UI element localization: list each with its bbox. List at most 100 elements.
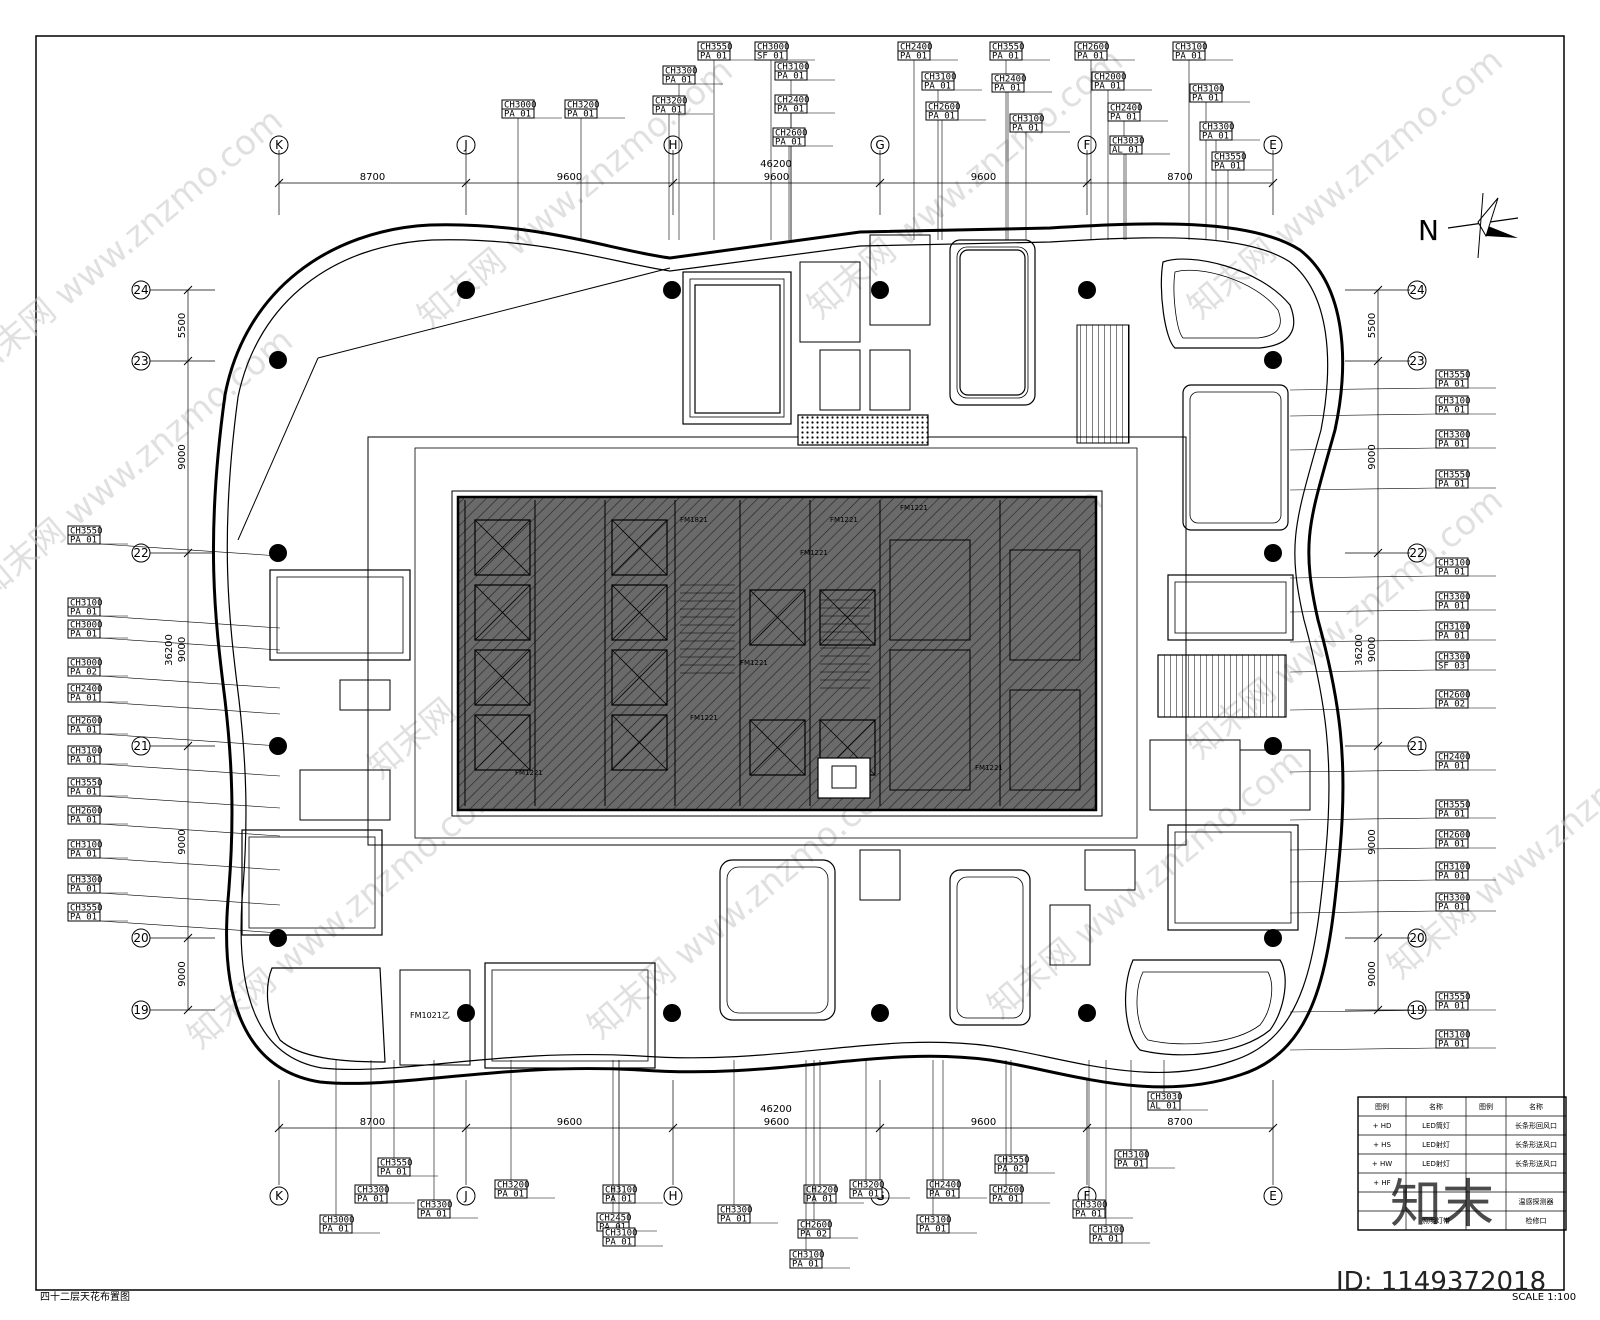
grid-axis-label: 20 xyxy=(1409,931,1424,945)
tag-height: CH3000 xyxy=(70,621,103,631)
column-marker xyxy=(457,1004,475,1022)
tag-material: PA 01 xyxy=(929,1190,956,1200)
overall-dimension: 36200 xyxy=(1354,634,1365,666)
tag-material: PA 01 xyxy=(1438,480,1465,490)
tag-height: CH3100 xyxy=(1438,623,1471,633)
grid-axis-label: J xyxy=(463,1189,468,1203)
tag-height: CH3550 xyxy=(70,904,103,914)
core-door-label: FM1221 xyxy=(800,549,828,557)
tag-material: AL 01 xyxy=(1112,146,1139,156)
tag-height: CH3200 xyxy=(497,1181,530,1191)
tag-material: PA 01 xyxy=(1438,602,1465,612)
tag-height: CH3030 xyxy=(1112,137,1145,147)
watermark: 知末网 www.znzmo.com xyxy=(0,320,301,606)
tag-material: PA 01 xyxy=(70,694,97,704)
column-marker xyxy=(663,281,681,299)
elevator-shaft xyxy=(474,649,531,706)
elevator-shaft xyxy=(749,719,806,776)
tag-material: PA 01 xyxy=(777,72,804,82)
tag-height: CH3300 xyxy=(70,876,103,886)
grid-bubble xyxy=(456,135,476,155)
office-ceiling-east-2 xyxy=(1167,574,1294,641)
tag-height: CH3000 xyxy=(504,101,537,111)
tag-height: CH3000 xyxy=(757,43,790,53)
dimension-label: 9600 xyxy=(971,172,996,183)
tag-material: PA 01 xyxy=(70,913,97,923)
door-label: FM1021乙 xyxy=(410,1011,450,1020)
legend-cell: LED射灯 xyxy=(1422,1140,1450,1149)
tag-height: CH3300 xyxy=(1202,123,1235,133)
legend-cell: LED射灯 xyxy=(1422,1159,1450,1168)
service-room xyxy=(859,849,901,901)
tag-material: PA 02 xyxy=(997,1165,1024,1175)
office-ceiling-south xyxy=(719,859,836,1021)
service-room xyxy=(819,349,861,411)
tag-height: CH3100 xyxy=(777,63,810,73)
tag-height: CH3200 xyxy=(852,1181,885,1191)
office-ceiling-east xyxy=(1182,384,1289,531)
dimension-label: 9600 xyxy=(557,1117,582,1128)
tag-material: PA 01 xyxy=(504,110,531,120)
grid-axis-label: F xyxy=(1084,1189,1091,1203)
tag-material: PA 01 xyxy=(70,885,97,895)
tag-material: PA 01 xyxy=(655,106,682,116)
grid-bubble xyxy=(131,280,151,300)
tag-height: CH3030 xyxy=(1150,1093,1183,1103)
column-marker xyxy=(269,544,287,562)
column-marker xyxy=(1264,737,1282,755)
dimension-label: 8700 xyxy=(360,172,385,183)
room-layer: FM1021乙 xyxy=(241,234,1311,1069)
grid-bubble xyxy=(1407,351,1427,371)
office-ceiling-se xyxy=(1167,824,1299,931)
tag-height: CH3100 xyxy=(70,747,103,757)
tag-material: PA 01 xyxy=(1438,872,1465,882)
column-marker xyxy=(269,929,287,947)
elevator-shaft xyxy=(474,519,531,576)
elevator-shaft xyxy=(611,519,668,576)
watermark-text: 知末网 www.znzmo.com xyxy=(0,320,301,606)
dimension-label: 8700 xyxy=(1167,1117,1192,1128)
service-room xyxy=(1049,904,1091,966)
column-marker xyxy=(871,1004,889,1022)
tag-material: PA 01 xyxy=(792,1260,819,1270)
grid-axis-label: K xyxy=(275,1189,284,1203)
grid-bubble xyxy=(1407,928,1427,948)
tag-height: CH3100 xyxy=(1438,559,1471,569)
grid-bubble xyxy=(663,135,683,155)
tag-height: CH2600 xyxy=(992,1186,1025,1196)
service-room xyxy=(339,679,391,711)
elevator-shaft xyxy=(611,649,668,706)
tag-height: CH3300 xyxy=(1075,1201,1108,1211)
tag-material: PA 01 xyxy=(567,110,594,120)
tag-height: CH3550 xyxy=(992,43,1025,53)
legend-cell: 图例 xyxy=(1375,1102,1389,1111)
tag-height: CH3100 xyxy=(792,1251,825,1261)
legend-cell: LED筒灯 xyxy=(1422,1121,1450,1130)
column-marker xyxy=(871,281,889,299)
tag-height: CH3100 xyxy=(605,1186,638,1196)
grid-bubble xyxy=(131,351,151,371)
tag-material: PA 01 xyxy=(420,1210,447,1220)
grid-axis-label: 22 xyxy=(133,546,148,560)
tag-material: PA 01 xyxy=(1438,632,1465,642)
dimension-label: 8700 xyxy=(360,1117,385,1128)
tag-material: PA 01 xyxy=(1438,840,1465,850)
tag-height: CH3550 xyxy=(1438,471,1471,481)
tag-height: CH2000 xyxy=(1094,73,1127,83)
legend-cell: 长条形送风口 xyxy=(1515,1140,1557,1149)
office-ceiling xyxy=(949,239,1036,406)
toilet-block xyxy=(1009,689,1081,791)
dimension-label: 9000 xyxy=(177,829,188,854)
tag-height: CH3000 xyxy=(322,1216,355,1226)
ceiling-tag: CH2450PA 01 xyxy=(596,1060,657,1233)
